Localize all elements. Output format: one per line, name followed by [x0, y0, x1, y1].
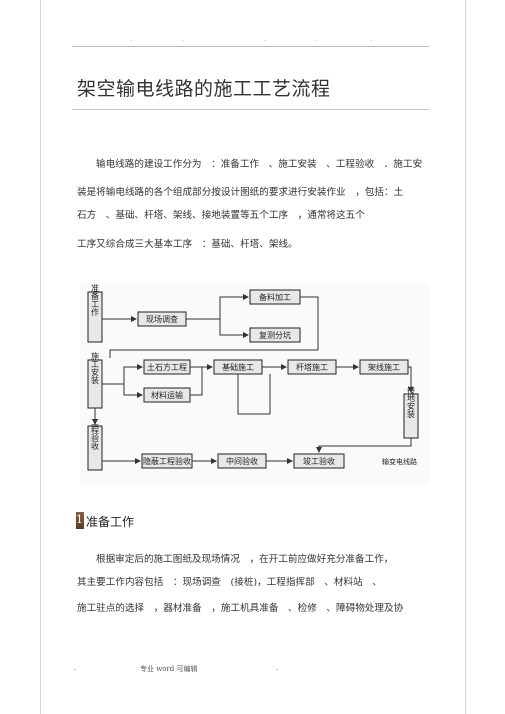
side-label-install: 施工安装	[91, 351, 100, 385]
node-mid-accept-label: 中间验收	[226, 456, 258, 466]
node-grounding-label: 接地安装	[407, 385, 416, 419]
header-dot: .	[264, 36, 266, 43]
title-rule	[72, 109, 429, 110]
footer-text: 专业 word 可编辑	[140, 665, 198, 673]
side-box-prep	[87, 291, 103, 343]
footer-left-dot: .	[74, 664, 77, 672]
node-final-accept-label: 竣工验收	[303, 456, 335, 466]
node-review-drawings-label: 复测分坑	[259, 330, 291, 340]
construction-flowchart: 准备工作 施工安装 工程验收 现场调查 备料加工 复测分坑 土石方工程 材料运输…	[80, 284, 430, 484]
header-rule	[72, 46, 429, 47]
node-review-drawings	[249, 327, 301, 343]
node-earth-work-label: 土石方工程	[147, 362, 187, 372]
section-number: 1	[76, 513, 83, 526]
intro-line-1: 输电线路的建设工作分为 ：准备工作 、施工安装 、工程验收 ．施工安	[96, 159, 423, 170]
document-title: 架空输电线路的施工工艺流程	[77, 78, 331, 100]
header-dot: .	[370, 36, 372, 43]
footer-right-dot: .	[276, 664, 279, 672]
section-title: 准备工作	[86, 515, 135, 529]
intro-line-3: 石方 、基础、杆塔、架线、接地装置等五个工序 ，通常将这五个	[77, 210, 365, 221]
body-line-3: 施工驻点的选择 ，器材准备 ，施工机具准备 、检修 、障碍物处理及协	[77, 603, 404, 614]
node-final-accept	[293, 453, 345, 469]
header-dot: .	[316, 36, 318, 43]
side-label-prep: 准备工作	[91, 284, 100, 317]
side-box-accept	[87, 425, 103, 471]
node-foundation-label: 基础施工	[222, 362, 254, 372]
header-dot: .	[130, 36, 132, 43]
section-number-badge	[76, 512, 84, 529]
body-line-2: 其主要工作内容包括 ：现场调查 (接桩)，工程指挥部 、材料站 、	[77, 577, 382, 588]
node-material-transport-label: 材料运输	[151, 390, 183, 400]
node-tower-label: 杆塔施工	[296, 362, 328, 372]
node-survey-label: 现场调查	[146, 314, 178, 324]
intro-line-2: 装是将输电线路的各个组成部分按设计图纸的要求进行安装作业 ，包括：土	[77, 187, 404, 198]
header-dot: .	[182, 36, 184, 43]
side-label-accept: 工程验收	[91, 418, 100, 451]
flowchart-watermark: 输变电线路	[382, 457, 417, 466]
node-material-processing-label: 备料加工	[259, 292, 291, 302]
intro-line-4: 工序又综合成三大基本工序 ：基础、杆塔、架线。	[77, 239, 298, 250]
body-line-1: 根据审定后的施工图纸及现场情况 ，在开工前应做好充分准备工作，	[96, 554, 394, 565]
node-hidden-accept-label: 隐蔽工程验收	[143, 456, 191, 466]
flowchart-connectors	[92, 294, 414, 464]
node-stringing-label: 架线施工	[368, 362, 400, 372]
page-border	[40, 0, 466, 714]
